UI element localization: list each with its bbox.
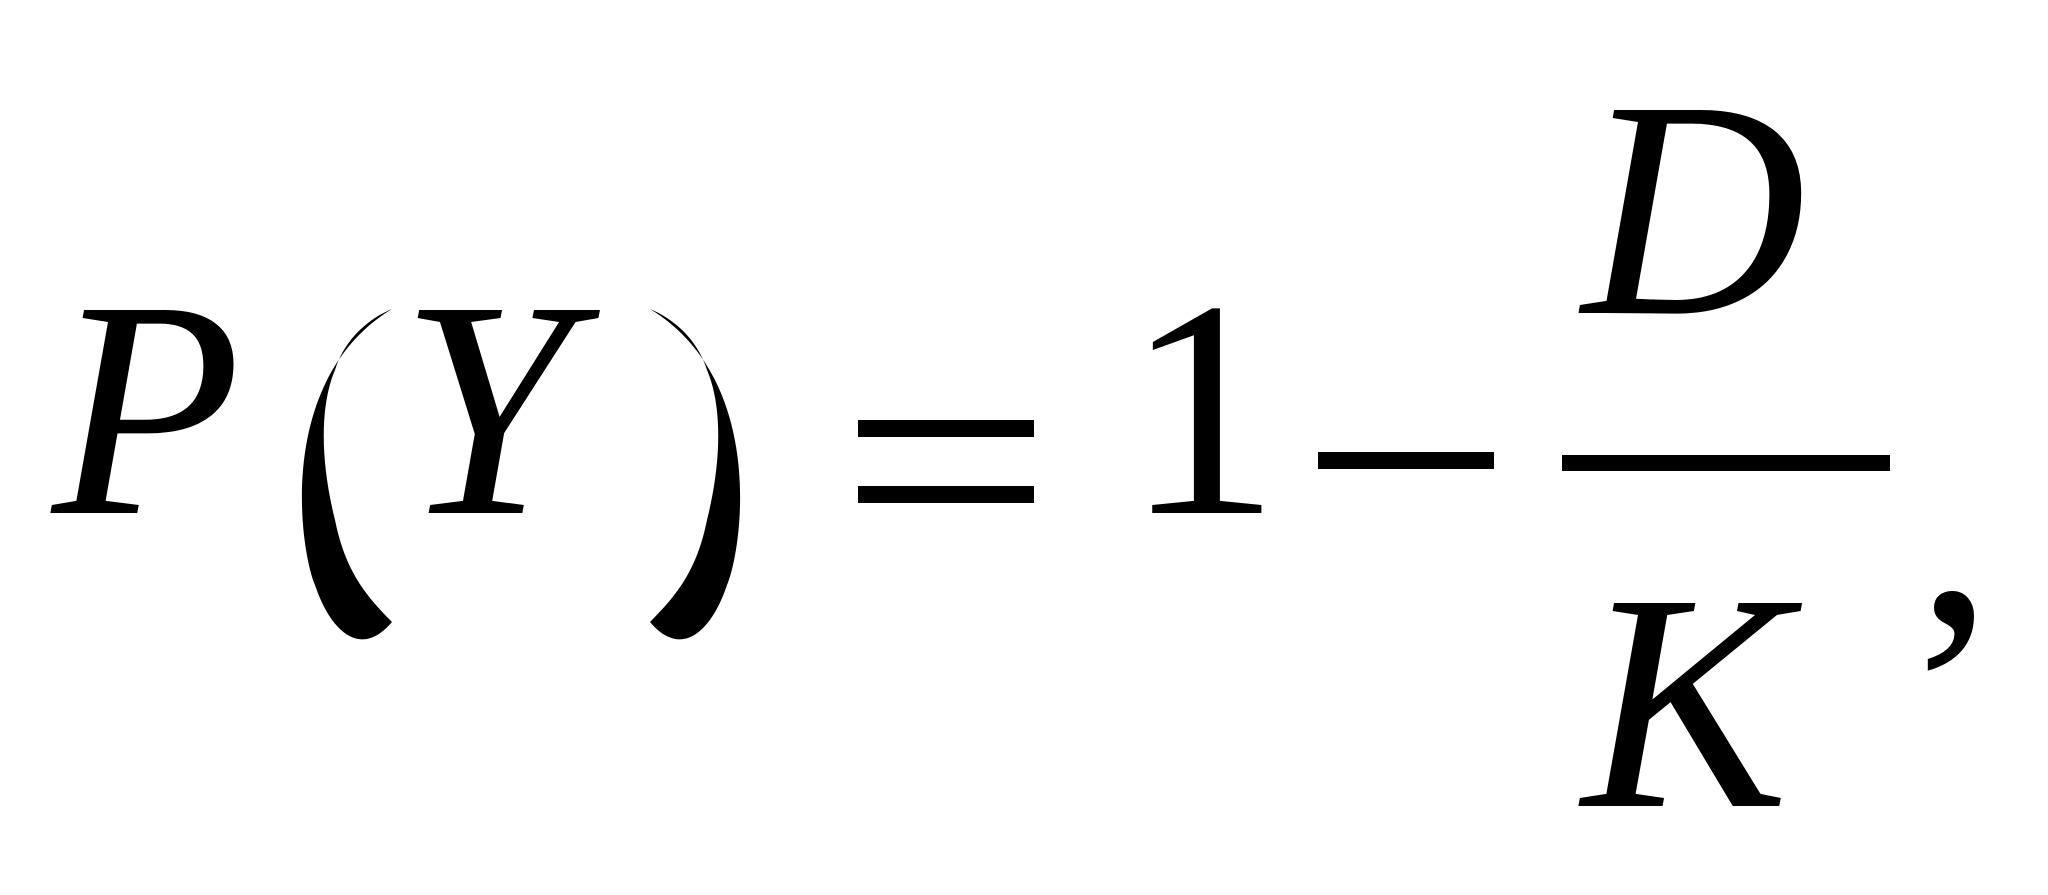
denominator-k: K xyxy=(1582,531,1789,874)
close-paren xyxy=(650,309,741,640)
function-symbol-p: P xyxy=(52,238,242,581)
numerator-d: D xyxy=(1582,38,1806,381)
trailing-comma: , xyxy=(1916,348,1994,691)
fraction-bar xyxy=(1562,455,1890,471)
one-digit: 1 xyxy=(1125,238,1280,581)
open-paren xyxy=(301,309,392,640)
equals-bottom-bar xyxy=(858,486,1034,503)
minus-bar xyxy=(1318,452,1494,469)
equals-top-bar xyxy=(858,420,1034,437)
variable-y: Y xyxy=(400,238,573,581)
